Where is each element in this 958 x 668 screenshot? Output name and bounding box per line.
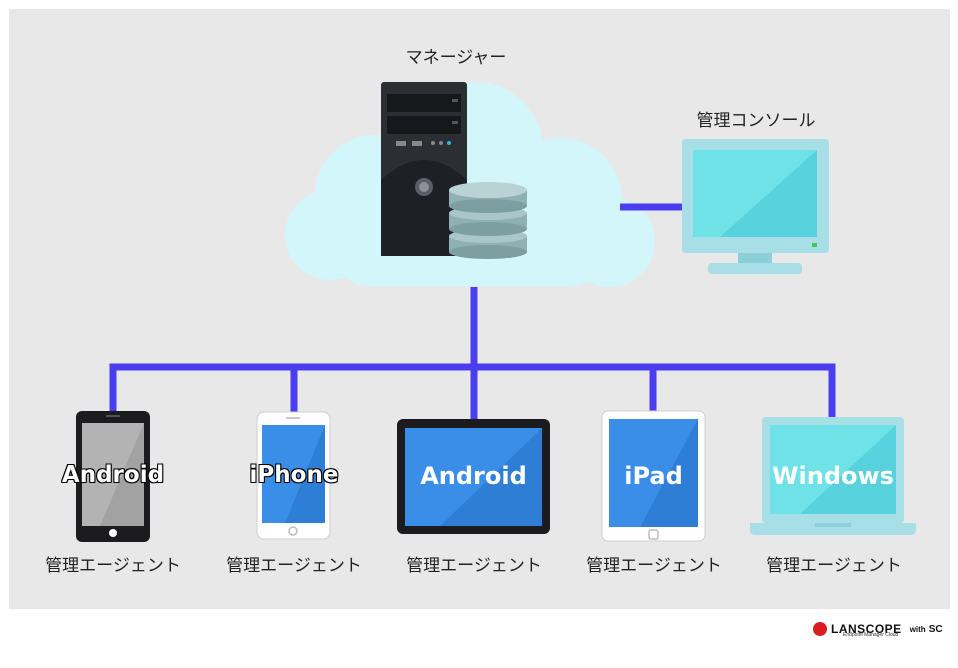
logo-subtitle: Endpoint Manager Cloud	[843, 632, 899, 638]
device-label-windows: Windows	[772, 462, 894, 490]
connector-lines	[109, 203, 836, 420]
agent-label-5: 管理エージェント	[766, 556, 902, 576]
manager-label: マネージャー	[405, 48, 507, 68]
logo-name: LANSCOPE	[831, 622, 902, 636]
device-label-ipad: iPad	[624, 462, 683, 490]
logo-partner: SC	[928, 623, 943, 635]
database-icon	[449, 182, 527, 259]
console-label: 管理コンソール	[696, 111, 816, 131]
ipad-icon	[601, 410, 706, 542]
agent-label-4: 管理エージェント	[586, 556, 722, 576]
logo-with: with	[909, 624, 926, 634]
agent-label-1: 管理エージェント	[45, 556, 181, 576]
android-phone-icon	[76, 411, 150, 542]
device-label-iphone: iPhone	[249, 462, 339, 488]
logo-mark-icon	[813, 622, 827, 636]
laptop-icon	[750, 417, 916, 535]
agent-label-3: 管理エージェント	[406, 556, 542, 576]
android-tablet-icon	[397, 419, 550, 534]
monitor-icon	[682, 139, 829, 274]
device-label-android-phone: Android	[61, 462, 165, 488]
lanscope-logo: LANSCOPE with SC Endpoint Manager Cloud	[813, 619, 943, 639]
iphone-icon	[256, 411, 331, 540]
device-label-android-tablet: Android	[420, 462, 527, 490]
agent-label-2: 管理エージェント	[226, 556, 362, 576]
server-icon	[381, 82, 467, 256]
